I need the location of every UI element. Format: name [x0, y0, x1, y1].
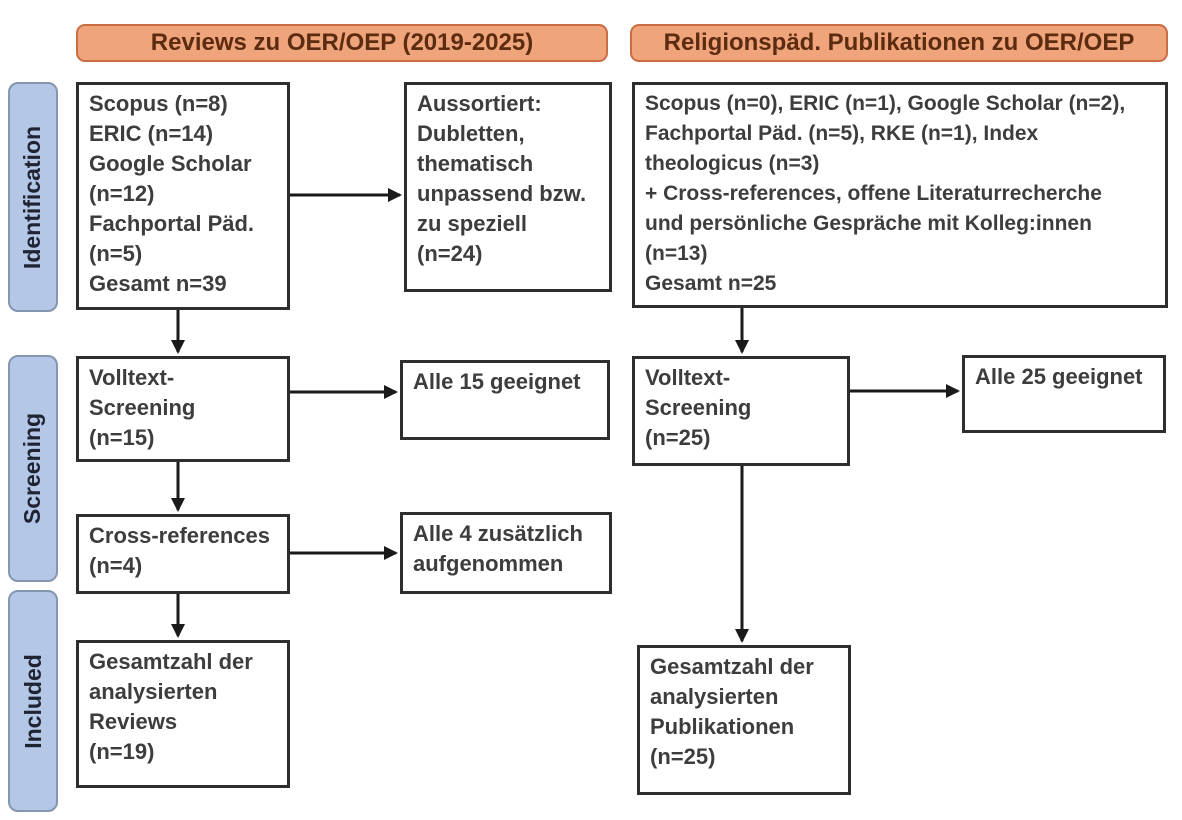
phase-identification-label: Identification — [19, 125, 46, 269]
box-right-fulltext-screening: Volltext- Screening (n=25) — [632, 356, 850, 466]
box-right-sources: Scopus (n=0), ERIC (n=1), Google Scholar… — [632, 82, 1168, 308]
box-left-excluded: Aussortiert: Dubletten, thematisch unpas… — [404, 82, 612, 292]
box-left-sources: Scopus (n=8) ERIC (n=14) Google Scholar … — [76, 82, 290, 310]
phase-included: Included — [8, 590, 58, 812]
box-left-cross-references-result: Alle 4 zusätzlich aufgenommen — [400, 512, 612, 594]
box-left-cross-references: Cross-references (n=4) — [76, 514, 290, 594]
phase-included-label: Included — [19, 653, 46, 749]
phase-screening: Screening — [8, 355, 58, 582]
box-left-fulltext-result: Alle 15 geeignet — [400, 360, 610, 440]
box-left-fulltext-screening: Volltext- Screening (n=15) — [76, 356, 290, 462]
box-right-fulltext-result: Alle 25 geeignet — [962, 355, 1166, 433]
box-left-included-total: Gesamtzahl der analysierten Reviews (n=1… — [76, 640, 290, 788]
box-right-included-total: Gesamtzahl der analysierten Publikatione… — [637, 645, 851, 795]
header-religionspaed-column: Religionspäd. Publikationen zu OER/OEP — [630, 24, 1168, 62]
phase-identification: Identification — [8, 82, 58, 312]
phase-screening-label: Screening — [19, 412, 46, 525]
header-reviews-column: Reviews zu OER/OEP (2019-2025) — [76, 24, 608, 62]
